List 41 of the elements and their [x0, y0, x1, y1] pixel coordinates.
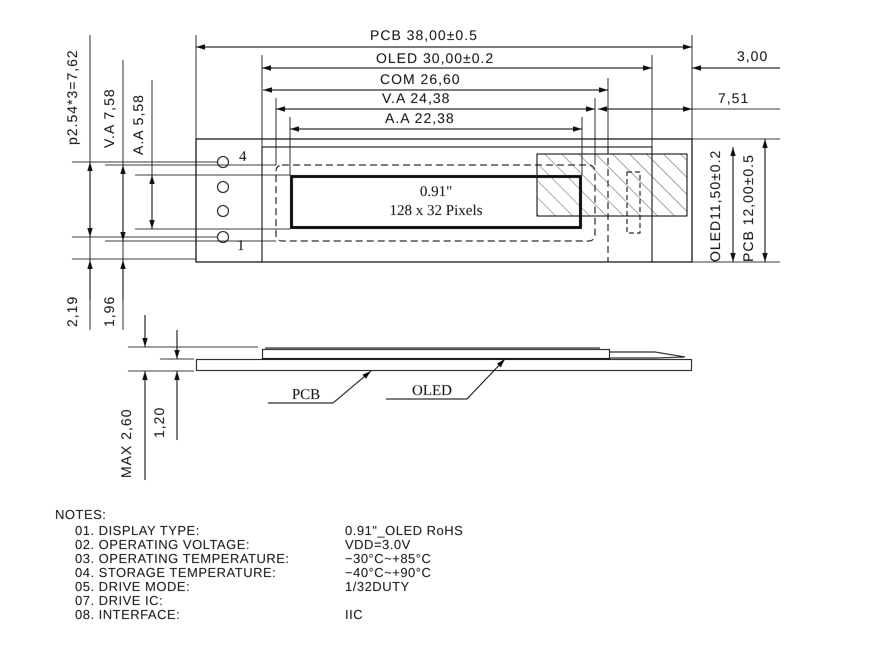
- dimension-label: A.A 22,38: [385, 110, 455, 126]
- note-item: 01. DISPLAY TYPE:: [75, 524, 200, 538]
- part-label: PCB: [286, 387, 326, 403]
- dimension-label: PCB 12,00±0.5: [740, 154, 756, 262]
- dimension-label: p2.54*3=7,62: [64, 49, 80, 145]
- pin-number: 4: [239, 149, 246, 165]
- dimension-label: 3,00: [737, 48, 768, 64]
- leader-line: [268, 370, 372, 404]
- dimension-label: 1,20: [151, 406, 167, 438]
- note-item: 04. STORAGE TEMPERATURE:: [75, 566, 276, 580]
- dimension-label: PCB 38,00±0.5: [370, 27, 478, 43]
- note-item: 02. OPERATING VOLTAGE:: [75, 538, 250, 552]
- dimension-label: OLED11,50±0.2: [707, 150, 723, 262]
- note-item: 03. OPERATING TEMPERATURE:: [75, 552, 290, 566]
- note-item: 08. INTERFACE:: [75, 608, 180, 622]
- note-item: 07. DRIVE IC:: [75, 594, 164, 608]
- note-value: −30°C~+85°C: [345, 552, 432, 566]
- active-area-box: [290, 175, 582, 229]
- note-value: −40°C~+90°C: [345, 566, 432, 580]
- dimension-label: 2,19: [64, 296, 80, 327]
- dimension-label: V.A 7,58: [101, 88, 117, 148]
- oled-panel: [262, 349, 610, 359]
- pcb-board: [196, 359, 692, 371]
- part-label: OLED: [404, 383, 460, 399]
- leader-line: [386, 358, 506, 400]
- dimension-label: OLED 30,00±0.2: [376, 50, 494, 66]
- note-item: 05. DRIVE MODE:: [75, 580, 190, 594]
- notes-heading: NOTES:: [55, 508, 106, 522]
- dimension-label: A.A 5,58: [130, 94, 146, 155]
- pin-number: 1: [237, 238, 244, 254]
- note-value: 0.91"_OLED RoHS: [345, 524, 464, 538]
- dimension-label: 7,51: [718, 90, 750, 106]
- dimension-label: MAX 2,60: [118, 408, 134, 478]
- note-value: IIC: [345, 608, 364, 622]
- display-caption: 128 x 32 Pixels: [390, 202, 482, 221]
- display-caption: 0.91": [420, 183, 452, 202]
- dimension-label: V.A 24,38: [382, 90, 450, 106]
- note-value: 1/32DUTY: [345, 580, 410, 594]
- dimension-label: COM 26,60: [380, 71, 461, 87]
- note-value: VDD=3.0V: [345, 538, 411, 552]
- dimension-label: 1,96: [101, 296, 117, 327]
